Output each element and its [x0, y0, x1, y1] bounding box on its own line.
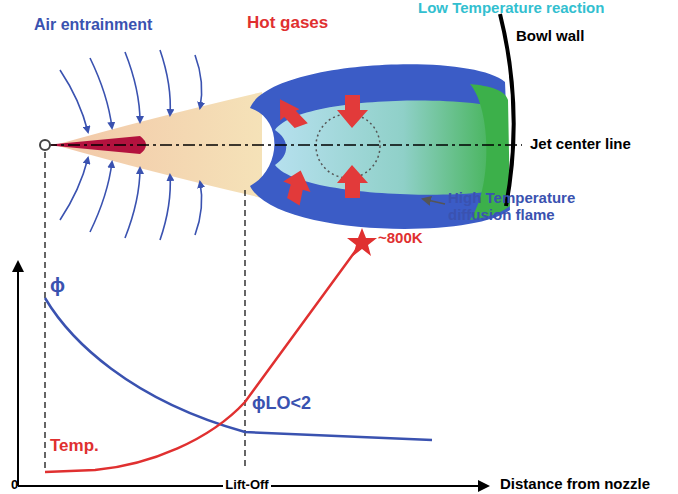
centerline-label: Jet center line: [528, 136, 633, 153]
hot-gas-label: Hot gases: [247, 14, 328, 33]
jet-center-line: [45, 144, 522, 145]
reaction-label: Low Temperature reaction: [418, 0, 604, 17]
star-marker: [347, 228, 377, 256]
axis-title: Distance from nozzle: [500, 476, 650, 493]
temp-curve: [45, 242, 362, 472]
axis-origin: 0: [11, 478, 18, 492]
wall-label: Bowl wall: [516, 28, 584, 45]
temperature-value: ~800K: [378, 230, 423, 247]
flame-label: High Temperature diffusion flame: [448, 190, 608, 223]
nozzle: [40, 140, 50, 150]
hot-gas-arrows: [273, 93, 368, 207]
dashed-guide: [44, 152, 45, 470]
air-label: Air entrainment: [34, 16, 152, 34]
lift-off-label: Lift-Off: [223, 478, 270, 492]
bowl-wall: [500, 14, 514, 206]
temp-label: Temp.: [50, 437, 99, 456]
inner-region: [275, 100, 508, 194]
low-temp-zone: [316, 114, 380, 178]
phi-label: ϕ: [50, 274, 65, 296]
phi-lo-label: ϕLO<2: [252, 394, 311, 414]
phi-curve: [45, 298, 432, 440]
dashed-guide: [244, 190, 245, 470]
y-axis: [17, 262, 19, 486]
leader-line: [423, 199, 445, 204]
